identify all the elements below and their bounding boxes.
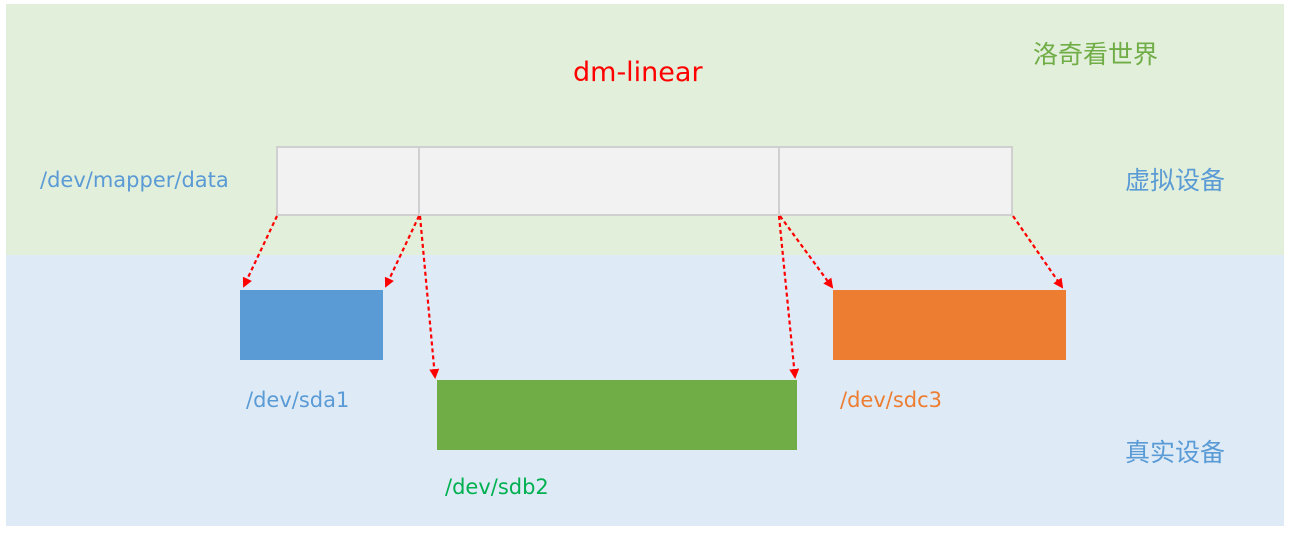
virtual-layer-label: 虚拟设备 xyxy=(1125,166,1226,195)
virtual-segment-3 xyxy=(778,146,1013,216)
brand-label: 洛奇看世界 xyxy=(1033,40,1159,69)
sdc3-label: /dev/sdc3 xyxy=(840,388,943,412)
diagram-title: dm-linear xyxy=(573,57,703,88)
sda1-label: /dev/sda1 xyxy=(246,388,350,412)
arrow-seg3-end xyxy=(1012,215,1064,289)
virtual-segment-2 xyxy=(418,146,780,216)
arrow-seg1-start xyxy=(242,215,278,288)
real-layer-label: 真实设备 xyxy=(1125,438,1226,467)
virtual-device-label: /dev/mapper/data xyxy=(40,168,229,192)
sdb2-label: /dev/sdb2 xyxy=(445,475,549,499)
arrow-seg1-end xyxy=(384,215,420,288)
arrow-seg2-start xyxy=(418,215,440,379)
arrow-seg3-start xyxy=(779,215,834,289)
arrow-seg2-end xyxy=(777,215,800,379)
physical-device-sdc3 xyxy=(833,290,1066,360)
physical-device-sdb2 xyxy=(437,380,797,450)
physical-device-sda1 xyxy=(240,290,383,360)
